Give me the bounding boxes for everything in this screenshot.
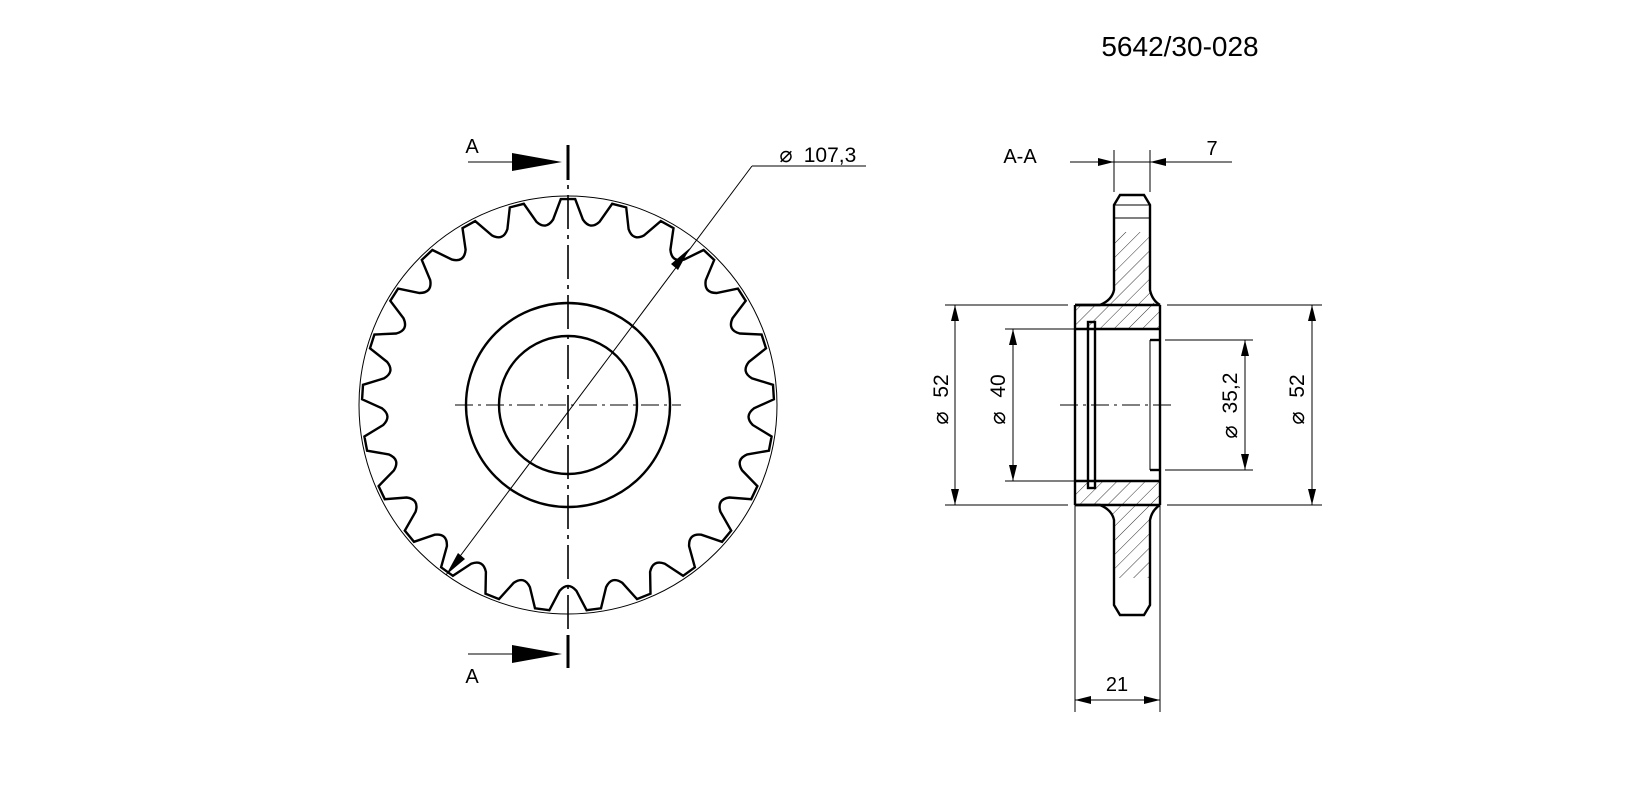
sprocket-profile: [360, 197, 776, 612]
front-view: A A ⌀ 107,3: [358, 136, 866, 688]
section-marker-bottom: A: [465, 666, 479, 688]
part-number: 5642/30-028: [1101, 31, 1258, 62]
recess-diameter-value: 40: [987, 374, 1010, 397]
section-outline: [1060, 193, 1175, 617]
outer-diameter-dimension: ⌀ 107,3: [445, 142, 866, 576]
bore-diameter-value: 35,2: [1219, 373, 1242, 414]
hub-diameter-right-dimension: ⌀ 52: [1167, 304, 1322, 506]
section-arrow-bottom: A: [465, 635, 570, 688]
recess-diameter-dimension: ⌀ 40: [985, 328, 1088, 482]
hub-length-value: 21: [1106, 674, 1128, 696]
hub-diameter-left-value: 52: [930, 374, 953, 397]
recess-diameter-symbol: ⌀: [985, 411, 1010, 424]
section-marker-top: A: [465, 136, 479, 158]
section-arrow-top: A: [465, 136, 570, 180]
bore-diameter-dimension: ⌀ 35,2: [1165, 339, 1253, 471]
tooth-width-value: 7: [1206, 138, 1217, 160]
hub-diameter-left-dimension: ⌀ 52: [928, 304, 1068, 506]
bore-diameter-symbol: ⌀: [1217, 425, 1242, 438]
hub-diameter-right-symbol: ⌀: [1284, 411, 1309, 424]
outer-diameter-symbol: ⌀: [779, 142, 792, 167]
section-label: A-A: [1003, 146, 1037, 168]
hub-diameter-left-symbol: ⌀: [928, 411, 953, 424]
hub-length-dimension: 21: [1074, 505, 1161, 712]
section-view: A-A: [928, 138, 1322, 712]
tooth-width-dimension: 7: [1070, 138, 1232, 192]
outer-diameter-value: 107,3: [804, 144, 857, 167]
hub-diameter-right-value: 52: [1286, 374, 1309, 397]
section-hatching: [1075, 232, 1160, 578]
